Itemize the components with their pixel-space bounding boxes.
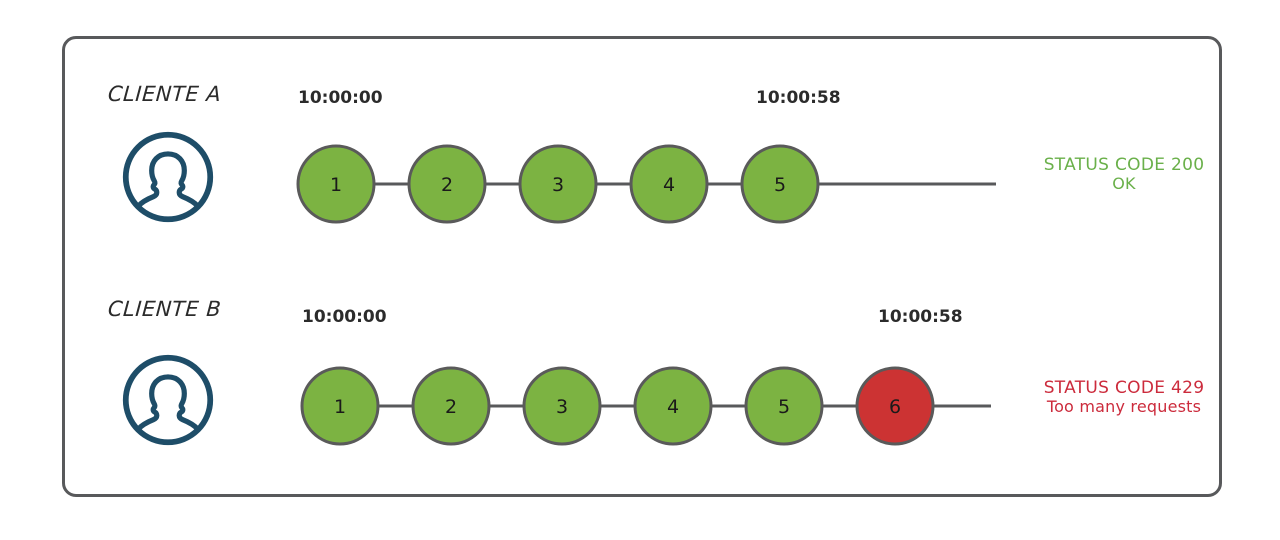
status-badge-a: STATUS CODE 200 OK (1026, 155, 1222, 194)
user-avatar-icon (120, 129, 216, 225)
request-node[interactable]: 2 (407, 144, 487, 224)
request-node-number: 4 (663, 174, 675, 196)
request-node-ok-circle (740, 144, 820, 224)
status-code-b: STATUS CODE 429 (1043, 378, 1205, 398)
timestamp-start-a: 10:00:00 (298, 88, 383, 108)
request-node[interactable]: 5 (740, 144, 820, 224)
request-node[interactable]: 1 (296, 144, 376, 224)
user-avatar-icon (120, 352, 216, 448)
request-node-number: 3 (556, 396, 568, 418)
request-chain-b: 1 2 3 4 5 6 (300, 360, 1020, 452)
request-node-ok-circle (296, 144, 376, 224)
client-label-b: CLIENTE B (107, 297, 223, 321)
request-node-ok-circle (407, 144, 487, 224)
request-node-number: 5 (778, 396, 790, 418)
request-node[interactable]: 5 (744, 366, 824, 446)
request-node-number: 1 (334, 396, 346, 418)
request-node[interactable]: 3 (518, 144, 598, 224)
request-node-ok-circle (633, 366, 713, 446)
request-node[interactable]: 4 (629, 144, 709, 224)
request-node-number: 4 (667, 396, 679, 418)
request-node-blocked-circle (855, 366, 935, 446)
status-badge-b: STATUS CODE 429 Too many requests (1024, 378, 1224, 417)
timestamp-end-a: 10:00:58 (756, 88, 841, 108)
timestamp-start-b: 10:00:00 (302, 307, 387, 327)
request-node-number: 2 (445, 396, 457, 418)
request-node-number: 6 (889, 396, 901, 418)
request-node-ok-circle (518, 144, 598, 224)
request-node[interactable]: 6 (855, 366, 935, 446)
request-node-ok-circle (629, 144, 709, 224)
request-node-ok-circle (522, 366, 602, 446)
request-node-number: 5 (774, 174, 786, 196)
request-node-number: 3 (552, 174, 564, 196)
request-node-ok-circle (300, 366, 380, 446)
timestamp-end-b: 10:00:58 (878, 307, 963, 327)
request-node-ok-circle (411, 366, 491, 446)
request-node-number: 1 (330, 174, 342, 196)
diagram-frame-border (62, 36, 1222, 497)
request-chain-a: 1 2 3 4 5 (296, 138, 1026, 230)
request-node-ok-circle (744, 366, 824, 446)
status-message-a: OK (1112, 174, 1136, 194)
request-node[interactable]: 2 (411, 366, 491, 446)
status-message-b: Too many requests (1046, 397, 1202, 417)
request-node-number: 2 (441, 174, 453, 196)
status-code-a: STATUS CODE 200 (1043, 155, 1205, 175)
request-node[interactable]: 1 (300, 366, 380, 446)
client-label-a: CLIENTE A (107, 82, 223, 106)
request-node[interactable]: 4 (633, 366, 713, 446)
request-node[interactable]: 3 (522, 366, 602, 446)
